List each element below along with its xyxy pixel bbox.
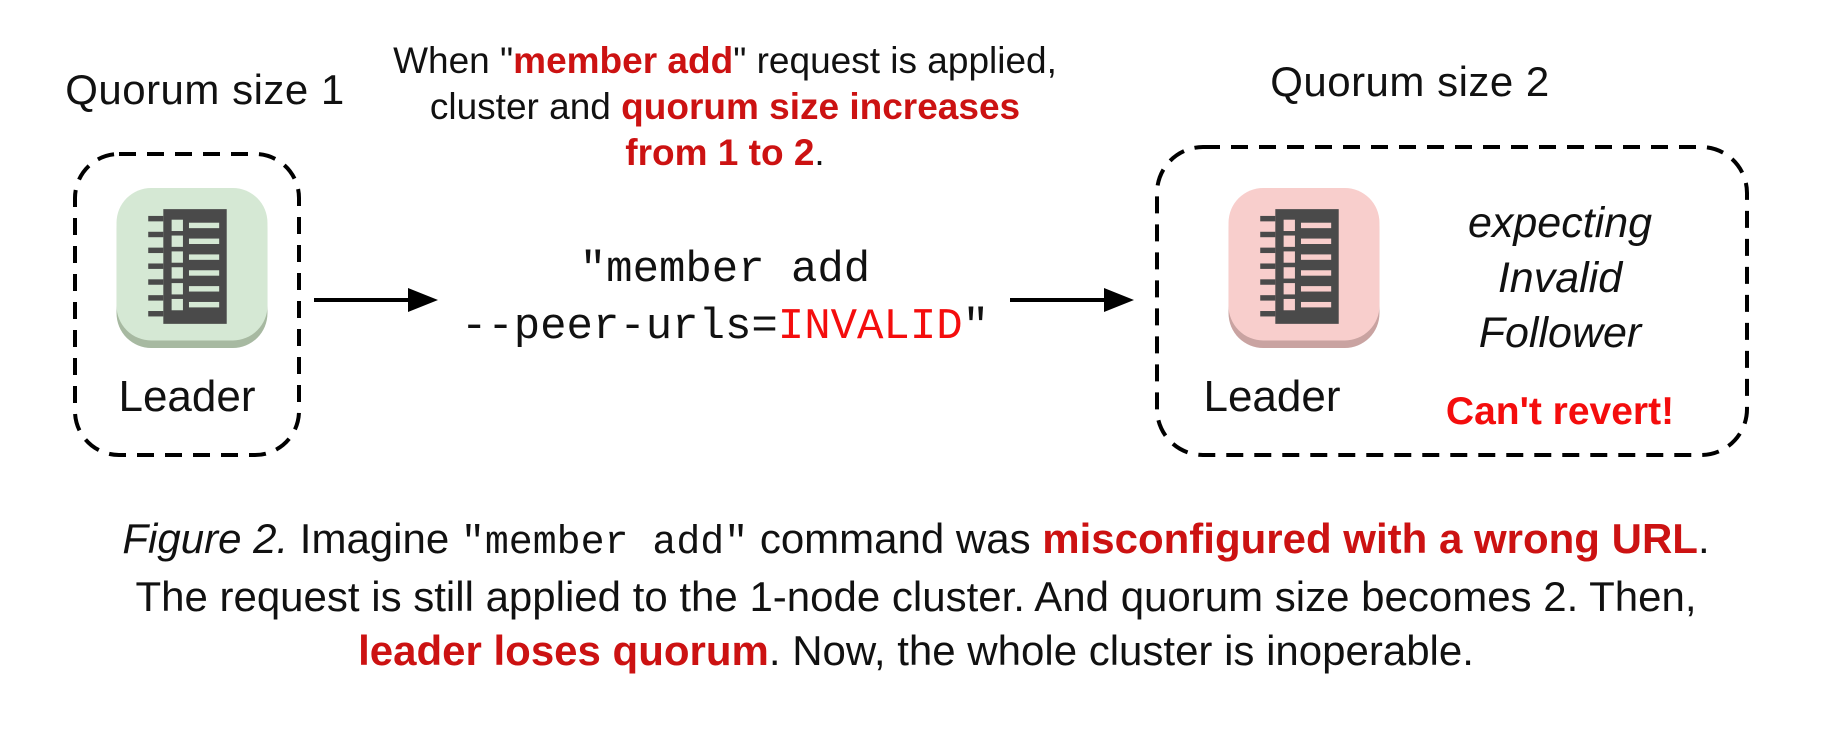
- annotation-line-2: cluster and quorum size increases: [429, 86, 1021, 127]
- right-cluster-boundary: [1155, 145, 1749, 457]
- caption-line-2: The request is still applied to the 1-no…: [135, 573, 1697, 620]
- caption-line-3: leader loses quorum. Now, the whole clus…: [358, 627, 1474, 674]
- right-cluster-title: Quorum size 2: [1270, 58, 1550, 105]
- caption-line-1: Figure 2. Imagine "member add" command w…: [122, 515, 1710, 565]
- annotation-line-3: from 1 to 2.: [625, 132, 825, 173]
- expecting-line-1: expecting: [1467, 199, 1653, 247]
- annotation-line-1: When "member add" request is applied,: [393, 40, 1057, 81]
- member-add-command: "member add --peer-urls=INVALID": [420, 242, 1030, 356]
- expecting-line-3: Follower: [1478, 309, 1642, 357]
- arrow-right-icon: [312, 285, 440, 315]
- figure-number: Figure 2.: [122, 515, 289, 562]
- figure-caption: Figure 2. Imagine "member add" command w…: [0, 512, 1832, 678]
- list-journal-icon: [116, 188, 268, 348]
- left-leader-label: Leader: [118, 372, 256, 421]
- leader-node-icon-pink: [1228, 188, 1380, 348]
- command-line-2: --peer-urls=INVALID": [460, 302, 990, 352]
- expecting-follower-note: expecting Invalid Follower: [1390, 196, 1730, 361]
- leader-node-icon-green: [116, 188, 268, 348]
- expecting-line-2: Invalid: [1497, 254, 1623, 302]
- command-line-1: "member add: [579, 245, 871, 295]
- right-leader-label: Leader: [1203, 372, 1341, 421]
- left-cluster-boundary: [73, 152, 301, 457]
- list-journal-icon: [1228, 188, 1380, 348]
- cant-revert-warning: Can't revert!: [1445, 390, 1675, 433]
- left-cluster-title: Quorum size 1: [65, 66, 345, 113]
- arrow-right-icon: [1008, 285, 1136, 315]
- member-add-annotation: When "member add" request is applied, cl…: [370, 38, 1080, 176]
